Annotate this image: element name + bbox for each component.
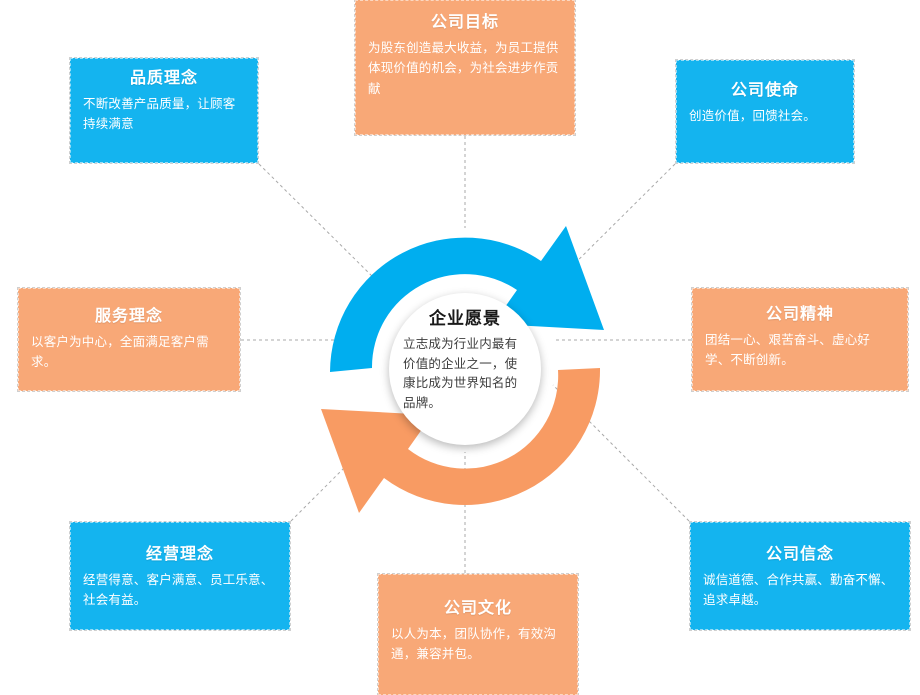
node-mission[interactable]: 公司使命 创造价值，回馈社会。 [675,59,855,164]
node-operation[interactable]: 经营理念 经营得意、客户满意、员工乐意、社会有益。 [69,521,291,631]
node-belief[interactable]: 公司信念 诚信道德、合作共赢、勤奋不懈、追求卓越。 [689,521,911,631]
node-belief-body: 诚信道德、合作共赢、勤奋不懈、追求卓越。 [703,572,894,608]
node-service-title: 服务理念 [94,308,163,325]
node-belief-title: 公司信念 [765,546,834,563]
blue-clockwise-arrow [330,226,604,372]
node-quality[interactable]: 品质理念 不断改善产品质量，让顾客持续满意 [69,57,259,164]
node-spirit-body: 团结一心、艰苦奋斗、虚心好学、不断创新。 [705,332,871,368]
center-vision-circle: 企业愿景 立志成为行业内最有价值的企业之一，使康比成为世界知名的品牌。 [389,293,541,445]
connector-belief [552,384,690,522]
node-culture-title: 公司文化 [443,600,512,617]
center-vision-title: 企业愿景 [429,309,501,328]
node-culture-body: 以人为本，团队协作，有效沟通，兼容并包。 [391,626,557,662]
connector-quality [258,163,383,287]
node-goal-title: 公司目标 [430,14,499,31]
node-service-body: 以客户为中心，全面满足客户需求。 [31,334,209,370]
center-vision-body: 立志成为行业内最有价值的企业之一，使康比成为世界知名的品牌。 [403,337,518,410]
node-goal-body: 为股东创造最大收益，为员工提供体现价值的机会，为社会进步作贡献 [368,40,559,97]
orange-counterclockwise-arrow [321,368,601,513]
node-quality-body: 不断改善产品质量，让顾客持续满意 [83,96,236,132]
node-service[interactable]: 服务理念 以客户为中心，全面满足客户需求。 [17,287,241,392]
node-mission-body: 创造价值，回馈社会。 [689,108,817,123]
node-goal[interactable]: 公司目标 为股东创造最大收益，为员工提供体现价值的机会，为社会进步作贡献 [354,0,576,136]
node-quality-title: 品质理念 [129,70,198,87]
node-spirit-title: 公司精神 [765,306,834,323]
node-spirit[interactable]: 公司精神 团结一心、艰苦奋斗、虚心好学、不断创新。 [691,287,909,392]
node-operation-body: 经营得意、客户满意、员工乐意、社会有益。 [83,572,274,608]
node-operation-title: 经营理念 [145,546,214,563]
node-culture[interactable]: 公司文化 以人为本，团队协作，有效沟通，兼容并包。 [377,573,579,695]
node-mission-title: 公司使命 [730,82,799,99]
